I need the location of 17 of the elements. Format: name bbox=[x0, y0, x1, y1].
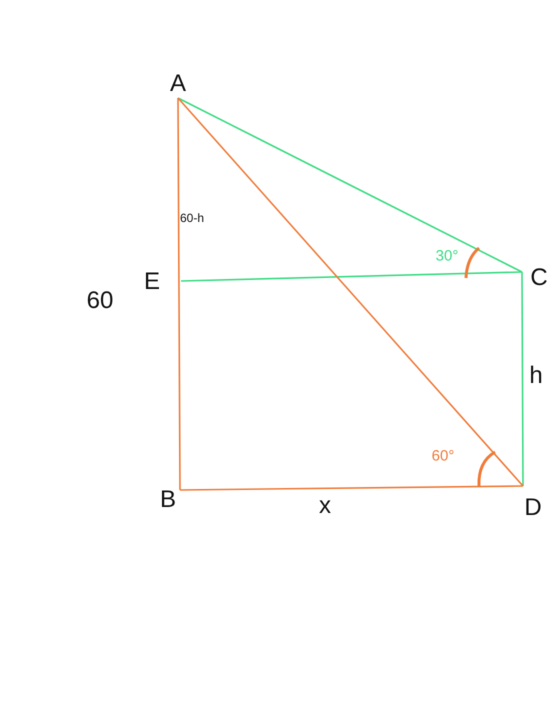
line-segment bbox=[177, 97, 524, 487]
vertex-label: D bbox=[524, 496, 542, 520]
length-label: x bbox=[319, 494, 331, 518]
angle-label: 60° bbox=[432, 448, 454, 464]
vertex-label: C bbox=[530, 266, 548, 290]
line-segment bbox=[178, 97, 522, 273]
length-label: 60-h bbox=[180, 212, 204, 224]
line-segment bbox=[521, 272, 524, 486]
length-label: h bbox=[529, 364, 543, 388]
angle-label: 30° bbox=[436, 248, 458, 264]
vertex-label: B bbox=[160, 488, 176, 512]
length-label: 60 bbox=[86, 289, 114, 313]
line-segment bbox=[180, 485, 523, 491]
vertex-label: A bbox=[170, 72, 186, 96]
line-segment bbox=[180, 271, 522, 282]
line-segment bbox=[177, 98, 181, 490]
vertex-label: E bbox=[144, 270, 160, 294]
